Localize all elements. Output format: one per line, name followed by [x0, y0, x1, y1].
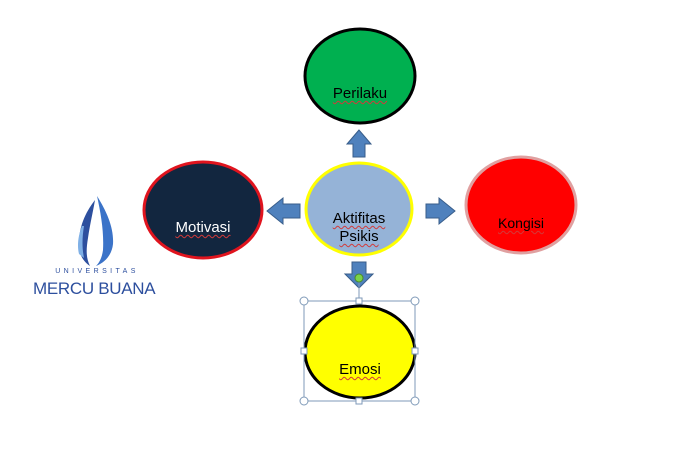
kongisi-node[interactable] [464, 155, 578, 255]
selection-frame[interactable] [299, 273, 420, 406]
resize-handle-bottom[interactable] [355, 397, 363, 405]
resize-handle-bl[interactable] [299, 396, 309, 406]
motivasi-node[interactable] [142, 160, 264, 260]
emosi-text: Emosi [339, 361, 381, 378]
motivasi-text: Motivasi [175, 219, 231, 236]
arrow-up-icon [345, 129, 373, 158]
motivasi-label: Motivasi [144, 201, 262, 237]
perilaku-label: Perilaku [305, 67, 415, 103]
logo-university-text: UNIVERSITAS [55, 268, 139, 275]
aktifitas-psikis-label: Aktifitas Psikis [306, 192, 412, 246]
perilaku-node[interactable] [303, 27, 417, 125]
aktifitas-psikis-text: Aktifitas Psikis [332, 210, 386, 245]
kongisi-text: Kongisi [498, 215, 544, 231]
resize-handle-br[interactable] [410, 396, 420, 406]
rotation-handle[interactable] [354, 273, 364, 283]
aktifitas-psikis-node[interactable] [304, 161, 414, 257]
perilaku-text: Perilaku [332, 85, 388, 102]
resize-handle-left[interactable] [300, 347, 308, 355]
resize-handle-right[interactable] [411, 347, 419, 355]
mercu-buana-logo-icon [78, 196, 114, 266]
arrow-left-icon [266, 196, 301, 226]
kongisi-label: Kongisi [466, 196, 576, 232]
resize-handle-tr[interactable] [410, 296, 420, 306]
resize-handle-tl[interactable] [299, 296, 309, 306]
resize-handle-top[interactable] [355, 297, 363, 305]
emosi-label: Emosi [305, 343, 415, 379]
arrow-right-icon [425, 196, 456, 226]
logo-name-text: MERCU BUANA [33, 279, 156, 298]
